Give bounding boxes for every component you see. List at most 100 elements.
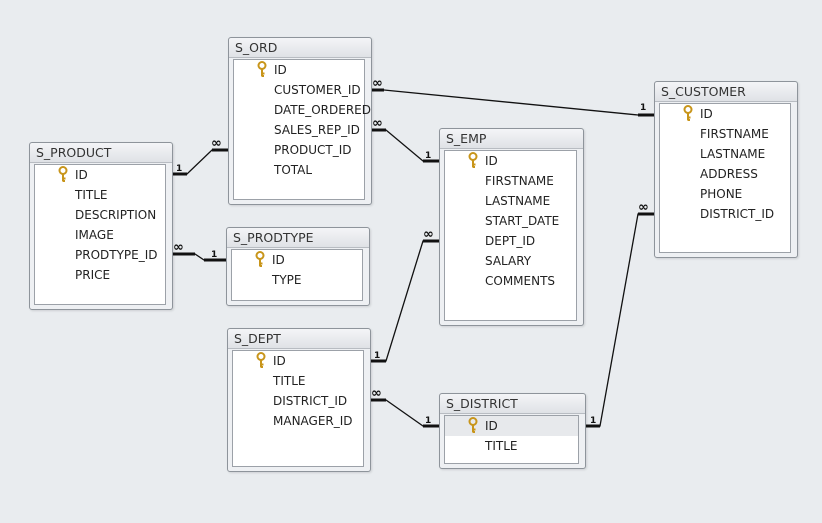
field-name: IMAGE (75, 228, 114, 242)
primary-key-icon (257, 61, 267, 77)
field-row[interactable]: ID (233, 351, 363, 371)
field-row[interactable]: ID (660, 104, 790, 124)
field-name: CUSTOMER_ID (274, 83, 361, 97)
cardinality-many-label: ∞ (211, 136, 222, 151)
field-row[interactable]: DESCRIPTION (35, 205, 165, 225)
field-name: PHONE (700, 187, 743, 201)
field-row[interactable]: COMMENTS (445, 271, 576, 291)
field-name: START_DATE (485, 214, 560, 228)
field-list[interactable]: ID TITLE DESCRIPTION IMAGE PRODTYPE_ID P… (34, 164, 166, 305)
table-title[interactable]: S_ORD (229, 38, 371, 58)
field-list[interactable]: ID CUSTOMER_ID DATE_ORDERED SALES_REP_ID… (233, 59, 371, 200)
field-row[interactable]: PRODTYPE_ID (35, 245, 165, 265)
field-row[interactable]: PRICE (35, 265, 165, 285)
table-title[interactable]: S_DISTRICT (440, 394, 585, 414)
field-row[interactable]: ID (445, 416, 578, 436)
table-s-ord[interactable]: S_ORD ID CUSTOMER_ID DATE_ORDERED SALES_… (228, 37, 372, 205)
field-row[interactable]: DEPT_ID (445, 231, 576, 251)
field-row[interactable]: PRODUCT_ID (234, 140, 364, 160)
field-row[interactable]: ID (35, 165, 165, 185)
field-row[interactable]: ADDRESS (660, 164, 790, 184)
field-row[interactable]: FIRSTNAME (445, 171, 576, 191)
field-row[interactable]: TITLE (445, 436, 578, 456)
field-row[interactable]: TOTAL (234, 160, 364, 180)
field-row[interactable]: IMAGE (35, 225, 165, 245)
field-row[interactable]: ID (234, 60, 364, 80)
field-name: ID (485, 154, 498, 168)
table-title[interactable]: S_DEPT (228, 329, 370, 349)
field-name: DISTRICT_ID (700, 207, 775, 221)
field-name: PRODTYPE_ID (75, 248, 158, 262)
cardinality-many-label: ∞ (372, 116, 383, 131)
field-row[interactable]: DISTRICT_ID (660, 204, 790, 224)
field-name: PRODUCT_ID (274, 143, 352, 157)
field-name: PRICE (75, 268, 111, 282)
field-row[interactable]: TYPE (232, 270, 362, 290)
field-name: TITLE (273, 374, 306, 388)
field-name: ID (485, 419, 498, 433)
field-row[interactable]: TITLE (233, 371, 363, 391)
cardinality-one-label: 1 (640, 103, 646, 113)
field-name: DESCRIPTION (75, 208, 157, 222)
field-row[interactable]: SALARY (445, 251, 576, 271)
field-name: ID (75, 168, 88, 182)
field-row[interactable]: SALES_REP_ID (234, 120, 364, 140)
cardinality-one-label: 1 (374, 351, 380, 361)
cardinality-one-label: 1 (590, 416, 596, 426)
field-name: ID (273, 354, 286, 368)
field-name: SALES_REP_ID (274, 123, 360, 137)
relationship-line[interactable] (584, 213, 654, 427)
field-row[interactable]: DATE_ORDERED (234, 100, 371, 120)
field-name: MANAGER_ID (273, 414, 353, 428)
field-list[interactable]: ID TITLE (444, 415, 579, 464)
field-row[interactable]: START_DATE (445, 211, 576, 231)
table-s-emp[interactable]: S_EMP ID FIRSTNAME LASTNAME START_DATE D… (439, 128, 584, 326)
field-row[interactable]: LASTNAME (445, 191, 576, 211)
field-name: TITLE (485, 439, 518, 453)
field-name: LASTNAME (485, 194, 551, 208)
primary-key-icon (58, 166, 68, 182)
field-name: ID (274, 63, 287, 77)
field-row[interactable]: CUSTOMER_ID (234, 80, 364, 100)
field-list[interactable]: ID FIRSTNAME LASTNAME ADDRESS PHONE DIST… (659, 103, 791, 253)
cardinality-one-label: 1 (425, 416, 431, 426)
field-name: SALARY (485, 254, 532, 268)
primary-key-icon (256, 352, 266, 368)
field-row[interactable]: LASTNAME (660, 144, 790, 164)
table-s-prodtype[interactable]: S_PRODTYPE ID TYPE (226, 227, 370, 306)
table-s-customer[interactable]: S_CUSTOMER ID FIRSTNAME LASTNAME ADDRESS… (654, 81, 798, 258)
field-row[interactable]: PHONE (660, 184, 790, 204)
field-name: FIRSTNAME (700, 127, 769, 141)
field-name: DEPT_ID (485, 234, 536, 248)
table-title[interactable]: S_CUSTOMER (655, 82, 797, 102)
cardinality-many-label: ∞ (372, 76, 383, 91)
field-row[interactable]: TITLE (35, 185, 165, 205)
table-s-product[interactable]: S_PRODUCT ID TITLE DESCRIPTION IMAGE PRO… (29, 142, 173, 310)
primary-key-icon (255, 251, 265, 267)
table-title[interactable]: S_PRODTYPE (227, 228, 369, 248)
relationship-line[interactable] (370, 89, 654, 116)
field-list[interactable]: ID FIRSTNAME LASTNAME START_DATE DEPT_ID… (444, 150, 577, 321)
primary-key-icon (468, 152, 478, 168)
table-title[interactable]: S_EMP (440, 129, 583, 149)
field-list[interactable]: ID TITLE DISTRICT_ID MANAGER_ID (232, 350, 364, 467)
field-row[interactable]: ID (445, 151, 576, 171)
field-row[interactable]: ID (232, 250, 362, 270)
primary-key-icon (683, 105, 693, 121)
cardinality-many-label: ∞ (638, 200, 649, 215)
field-row[interactable]: MANAGER_ID (233, 411, 363, 431)
table-title[interactable]: S_PRODUCT (30, 143, 172, 163)
field-name: ID (272, 253, 285, 267)
cardinality-one-label: 1 (211, 250, 217, 260)
field-name: FIRSTNAME (485, 174, 554, 188)
field-row[interactable]: FIRSTNAME (660, 124, 790, 144)
field-name: ADDRESS (700, 167, 758, 181)
field-list[interactable]: ID TYPE (231, 249, 363, 301)
field-row[interactable]: DISTRICT_ID (233, 391, 363, 411)
field-name: TITLE (75, 188, 108, 202)
table-s-district[interactable]: S_DISTRICT ID TITLE (439, 393, 586, 469)
cardinality-many-label: ∞ (371, 386, 382, 401)
table-s-dept[interactable]: S_DEPT ID TITLE DISTRICT_ID MANAGER_ID (227, 328, 371, 472)
relationship-line[interactable] (369, 240, 439, 362)
